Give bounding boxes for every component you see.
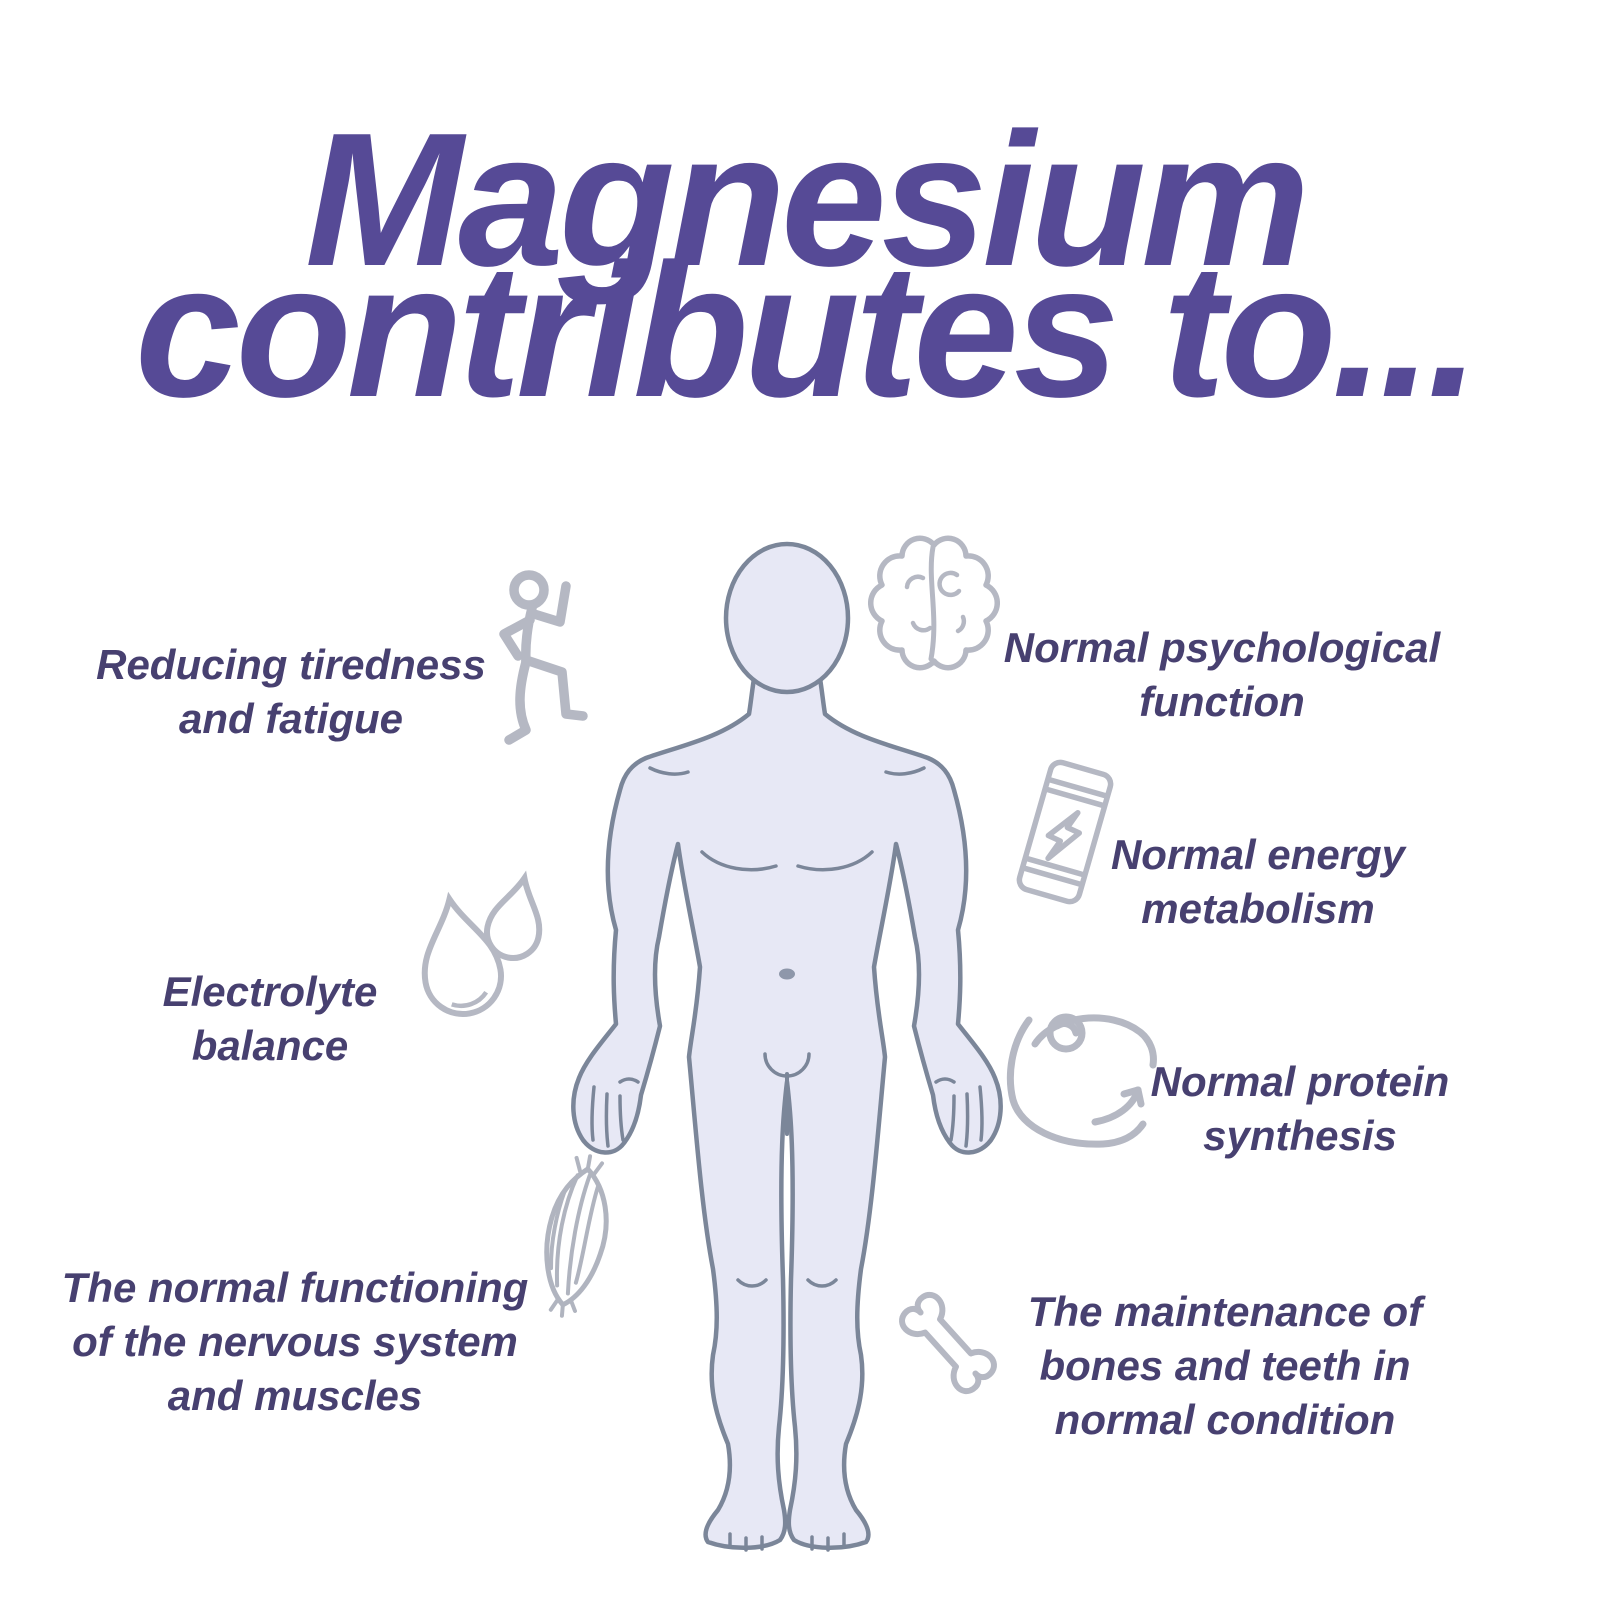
muscle-icon (544, 1154, 609, 1318)
energy-can-icon (1016, 759, 1114, 905)
benefit-label-bones-teeth: The maintenance of bones and teeth in no… (1027, 1288, 1423, 1443)
benefit-label-protein: Normal protein synthesis (1150, 1058, 1450, 1159)
page-title: Magnesium contributes to... (0, 94, 1610, 437)
runner-icon (499, 570, 588, 745)
benefit-label-electrolyte: Electrolyte balance (162, 968, 378, 1069)
bone-icon (899, 1292, 997, 1394)
benefit-label-tiredness: Reducing tiredness and fatigue (96, 641, 486, 742)
human-body-figure (571, 541, 1003, 1552)
title-line-2: contributes to... (135, 225, 1480, 437)
bicep-icon (1006, 1013, 1157, 1148)
brain-icon (868, 535, 1000, 671)
benefit-label-energy: Normal energy metabolism (1110, 831, 1406, 932)
benefit-label-psychological: Normal psychological function (1003, 624, 1441, 725)
benefit-label-nervous-system: The normal functioning of the nervous sy… (61, 1264, 529, 1419)
title-line-1: Magnesium (304, 94, 1310, 306)
water-drops-icon (421, 870, 543, 1017)
